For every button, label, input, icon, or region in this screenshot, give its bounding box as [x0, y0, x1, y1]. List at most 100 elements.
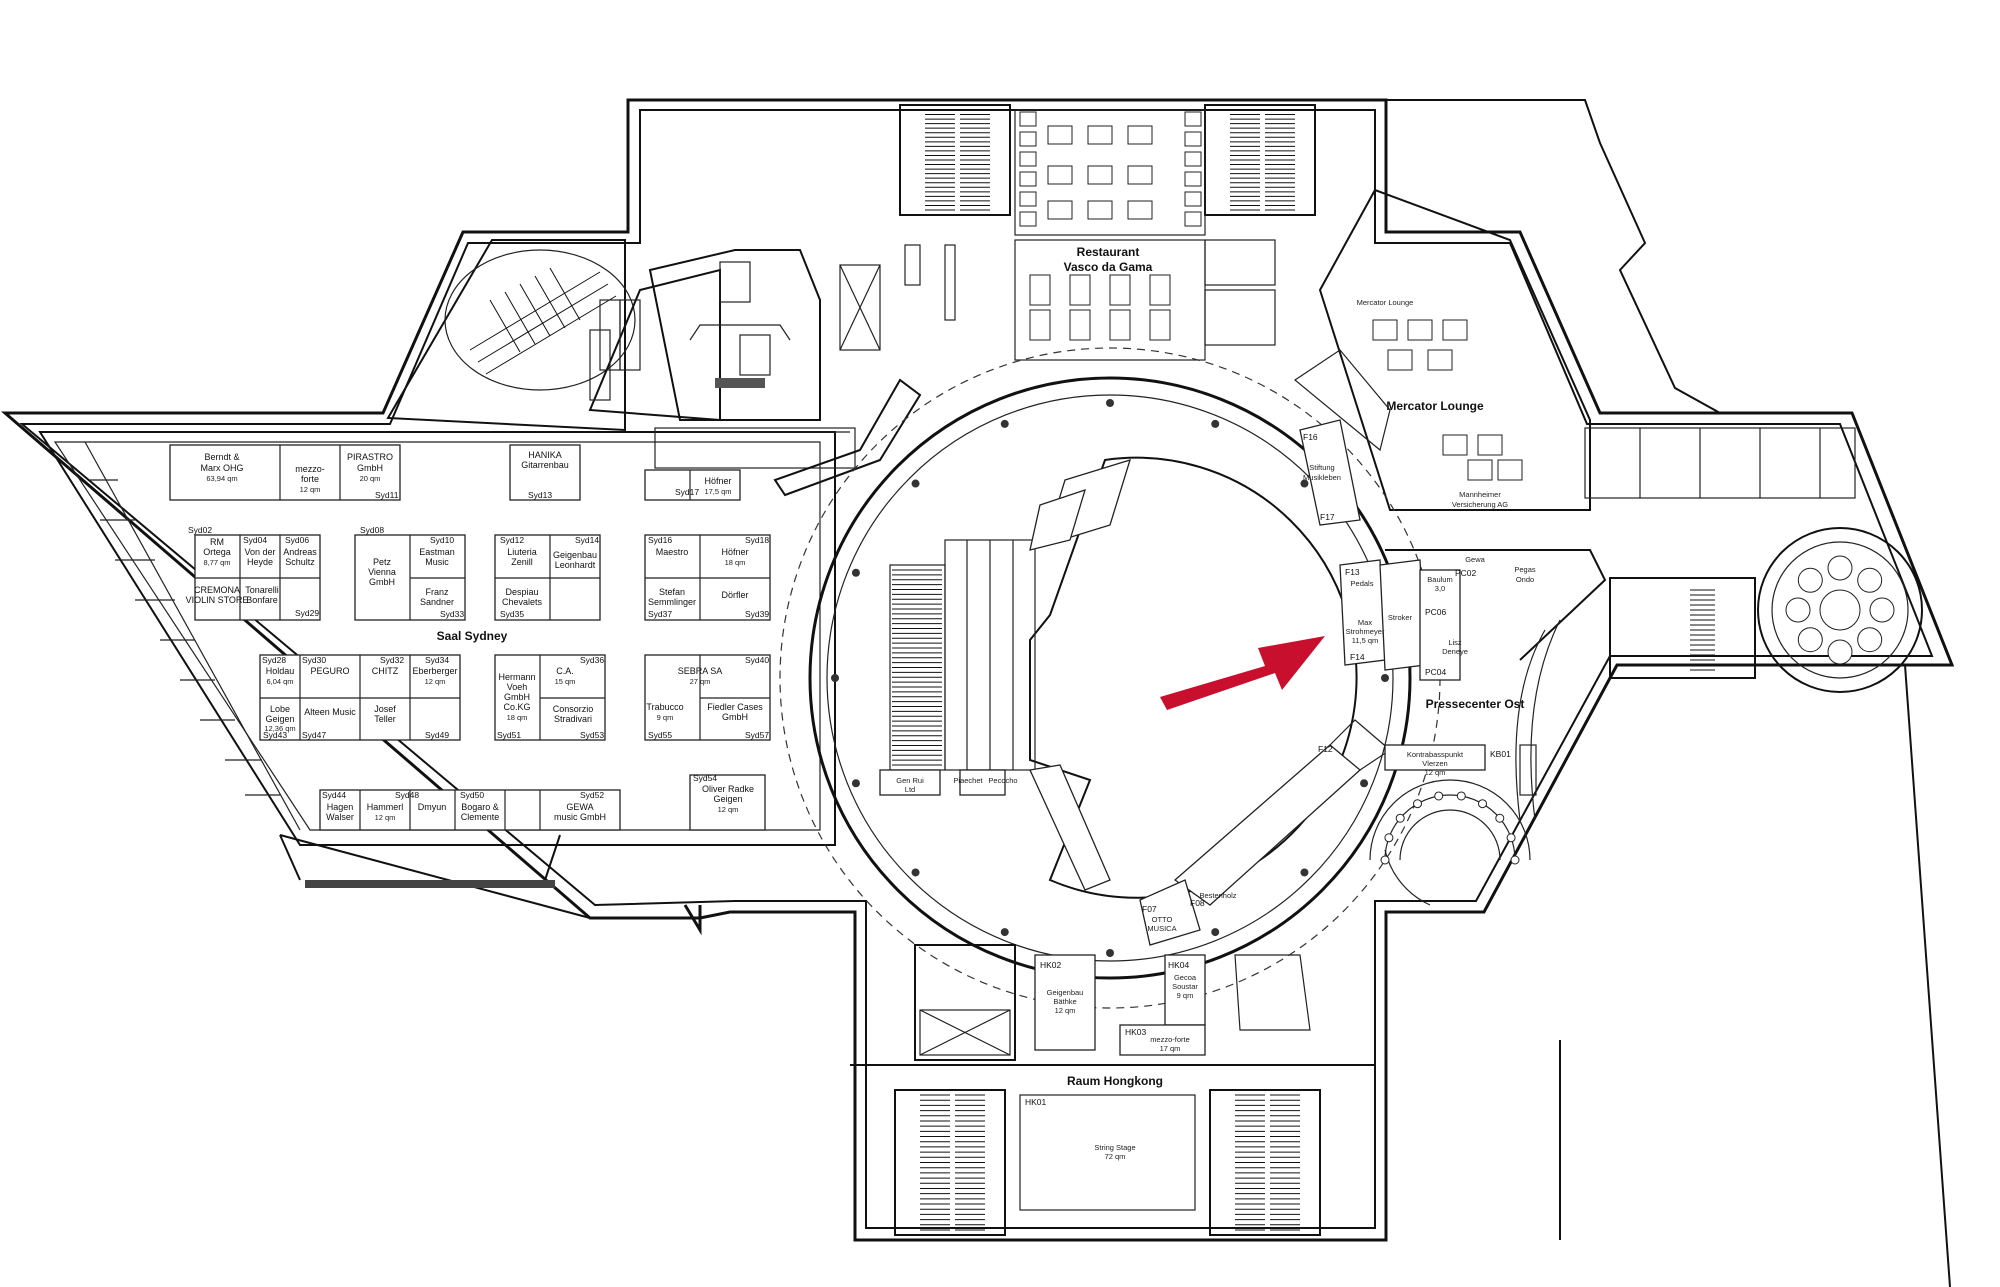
booth-label: Schultz — [285, 557, 315, 567]
restaurant-label-line1: Restaurant — [1077, 245, 1140, 259]
booth-id: Syd06 — [285, 535, 309, 545]
booth-label: Leonhardt — [555, 560, 596, 570]
booth-label: Oliver Radke — [702, 784, 754, 794]
column-dot — [1000, 928, 1009, 937]
lounge-seat — [1442, 319, 1468, 341]
booth-size: 12 qm — [1425, 768, 1446, 777]
booth-size: 8,77 qm — [203, 558, 230, 567]
restaurant-chair — [1019, 191, 1037, 207]
booth-size: 3,0 — [1435, 584, 1445, 593]
column-dot — [911, 868, 920, 877]
booth-label: Lisz — [1448, 638, 1462, 647]
restaurant-table — [1047, 200, 1073, 220]
booth-label: Gitarrenbau — [521, 460, 569, 470]
press-chair — [1510, 855, 1520, 865]
booth-label: Hermann — [498, 672, 535, 682]
booth-label: CREMONA — [194, 585, 240, 595]
booth-id: KB01 — [1490, 749, 1511, 759]
column-dot — [851, 568, 860, 577]
upper-left-wing — [386, 239, 922, 497]
round-table — [1819, 589, 1861, 631]
press-chair — [1395, 813, 1405, 823]
column-dot — [1106, 399, 1114, 407]
booth-label: Andreas — [283, 547, 317, 557]
booth-label: Bonfare — [246, 595, 278, 605]
booth-id: Syd37 — [648, 609, 672, 619]
restaurant-table — [1087, 125, 1113, 145]
booth-label: Maestro — [656, 547, 689, 557]
booth-id: F17 — [1320, 512, 1335, 522]
restaurant-chair — [1019, 211, 1037, 227]
round-table — [1827, 639, 1853, 665]
booth-label: Josef — [374, 704, 396, 714]
booth-label: VIOLIN STORE — [186, 595, 249, 605]
booth-id: Syd49 — [425, 730, 449, 740]
booth-label: Lobe — [270, 704, 290, 714]
booth-label: Strohmeyer — [1346, 627, 1385, 636]
booth-id: Syd16 — [648, 535, 672, 545]
booth-id: Syd55 — [648, 730, 672, 740]
booth-label: SEBRA SA — [678, 666, 723, 676]
restaurant-table — [1047, 125, 1073, 145]
booth-label: forte — [301, 474, 319, 484]
restaurant-table — [1069, 274, 1091, 306]
restaurant-chair — [1184, 151, 1202, 167]
raum-hongkong-label: Raum Hongkong — [1067, 1074, 1163, 1088]
column-dot — [1106, 949, 1114, 957]
booth-label: MUSICA — [1147, 924, 1176, 933]
booth-id: F14 — [1350, 652, 1365, 662]
booth-label: Alteen Music — [304, 707, 356, 717]
booth-id: Syd28 — [262, 655, 286, 665]
booth-label: Holdau — [266, 666, 295, 676]
mannheimer-label-line1: Mannheimer — [1459, 490, 1501, 499]
booth-size: 9 qm — [657, 713, 674, 722]
booth-size: 12 qm — [425, 677, 446, 686]
booth-id: Syd52 — [580, 790, 604, 800]
booth-id: Syd36 — [580, 655, 604, 665]
booth-label: Ondo — [1516, 575, 1534, 584]
round-table — [1797, 567, 1823, 593]
location-arrow — [1160, 636, 1325, 710]
booth-size: 9 qm — [1177, 991, 1194, 1000]
booth-id: PC02 — [1455, 568, 1477, 578]
round-table — [1869, 597, 1895, 623]
booth-id: Syd32 — [380, 655, 404, 665]
booth-size: 12 qm — [718, 805, 739, 814]
booth-label: GmbH — [722, 712, 748, 722]
column-dot — [1000, 419, 1009, 428]
booth-id: Syd35 — [500, 609, 524, 619]
booth-label: Eastman — [419, 547, 455, 557]
restaurant-table — [1127, 200, 1153, 220]
booth-size: 12 qm — [1055, 1006, 1076, 1015]
booth-id: HK03 — [1125, 1027, 1147, 1037]
restaurant-chair — [1019, 151, 1037, 167]
booth-id: Syd10 — [430, 535, 454, 545]
booth-size: 15 qm — [555, 677, 576, 686]
booth-id: Syd33 — [440, 609, 464, 619]
booth-id: Syd39 — [745, 609, 769, 619]
booth-label: Max — [1358, 618, 1372, 627]
booth-label: Tonarelli — [245, 585, 279, 595]
restaurant-area — [904, 109, 1276, 361]
booth-label: Stefan — [659, 587, 685, 597]
booth-label: Gen Rui — [896, 776, 924, 785]
booth-label: Franz — [425, 587, 449, 597]
booth-size: 17,5 qm — [704, 487, 731, 496]
booth-label: HANIKA — [528, 450, 562, 460]
room-labels: Restaurant Vasco da Gama Mercator Lounge… — [437, 245, 1525, 1161]
booth-label: Gewa — [1465, 555, 1485, 564]
lounge-seat — [1427, 349, 1453, 371]
restaurant-table — [1127, 125, 1153, 145]
booth-id: F13 — [1345, 567, 1360, 577]
column-dot — [911, 479, 920, 488]
booth-label: Consorzio — [553, 704, 594, 714]
booth-label: GEWA — [566, 802, 593, 812]
booth-id: F12 — [1318, 744, 1333, 754]
booth-size: 18 qm — [725, 558, 746, 567]
booth-label: GmbH — [357, 463, 383, 473]
building-outline — [0, 98, 1955, 1287]
booth-id: Syd48 — [395, 790, 419, 800]
booth-id: HK01 — [1025, 1097, 1047, 1107]
restaurant-chair — [1184, 111, 1202, 127]
